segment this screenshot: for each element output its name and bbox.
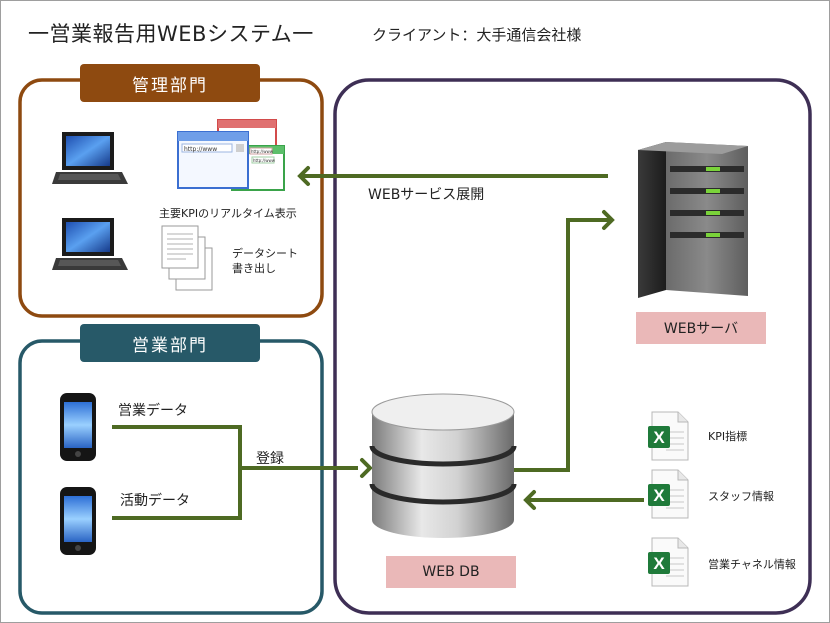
database-icon [369,393,517,538]
kpi-file-label: KPI指標 [708,430,748,443]
excel-file-icon [647,411,689,461]
laptop-icon [52,132,128,184]
smartphone-icon [60,393,96,461]
service-arrow-head [297,166,310,186]
sales-data-connector [112,425,242,468]
management-frame [18,78,324,318]
channel-file-label: 営業チャネル情報 [708,558,796,571]
activity-data-label: 活動データ [120,493,190,509]
browser-windows-icon: http://www http://www http://www [177,119,285,191]
web-service-label: WEBサービス展開 [368,187,485,203]
excel-to-db-arrow-head [523,490,536,510]
svg-text:http://www: http://www [184,146,217,153]
sales-data-label: 営業データ [118,403,188,419]
smartphone-icon [60,487,96,555]
db-to-server-arrow [512,218,612,472]
register-label: 登録 [256,451,284,467]
server-tower-icon [638,142,748,298]
sheet-caption-line1: データシート [232,247,298,260]
svg-text:http://www: http://www [253,158,276,163]
activity-data-connector [112,468,242,520]
web-db-label: WEB DB [386,556,516,588]
sales-frame [18,339,324,615]
sheet-caption-line2: 書き出し [232,262,276,275]
client-name: クライアント：大手通信会社様 [372,26,582,44]
excel-file-icon [647,469,689,519]
system-frame [333,78,812,615]
register-arrow-head [360,458,373,478]
staff-file-label: スタッフ情報 [708,490,774,503]
excel-file-icon [647,537,689,587]
svg-text:http://www: http://www [251,149,274,154]
connector-lines [112,166,644,520]
laptop-icon [52,218,128,270]
diagram-title: 一営業報告用WEBシステム一 [28,22,314,46]
sales-tab: 営業部門 [80,324,260,362]
web-server-label: WEBサーバ [636,312,766,344]
document-stack-icon [161,225,213,291]
management-tab: 管理部門 [80,64,260,102]
db-to-server-arrow-head [602,210,615,230]
kpi-caption: 主要KPIのリアルタイム表示 [159,207,297,220]
